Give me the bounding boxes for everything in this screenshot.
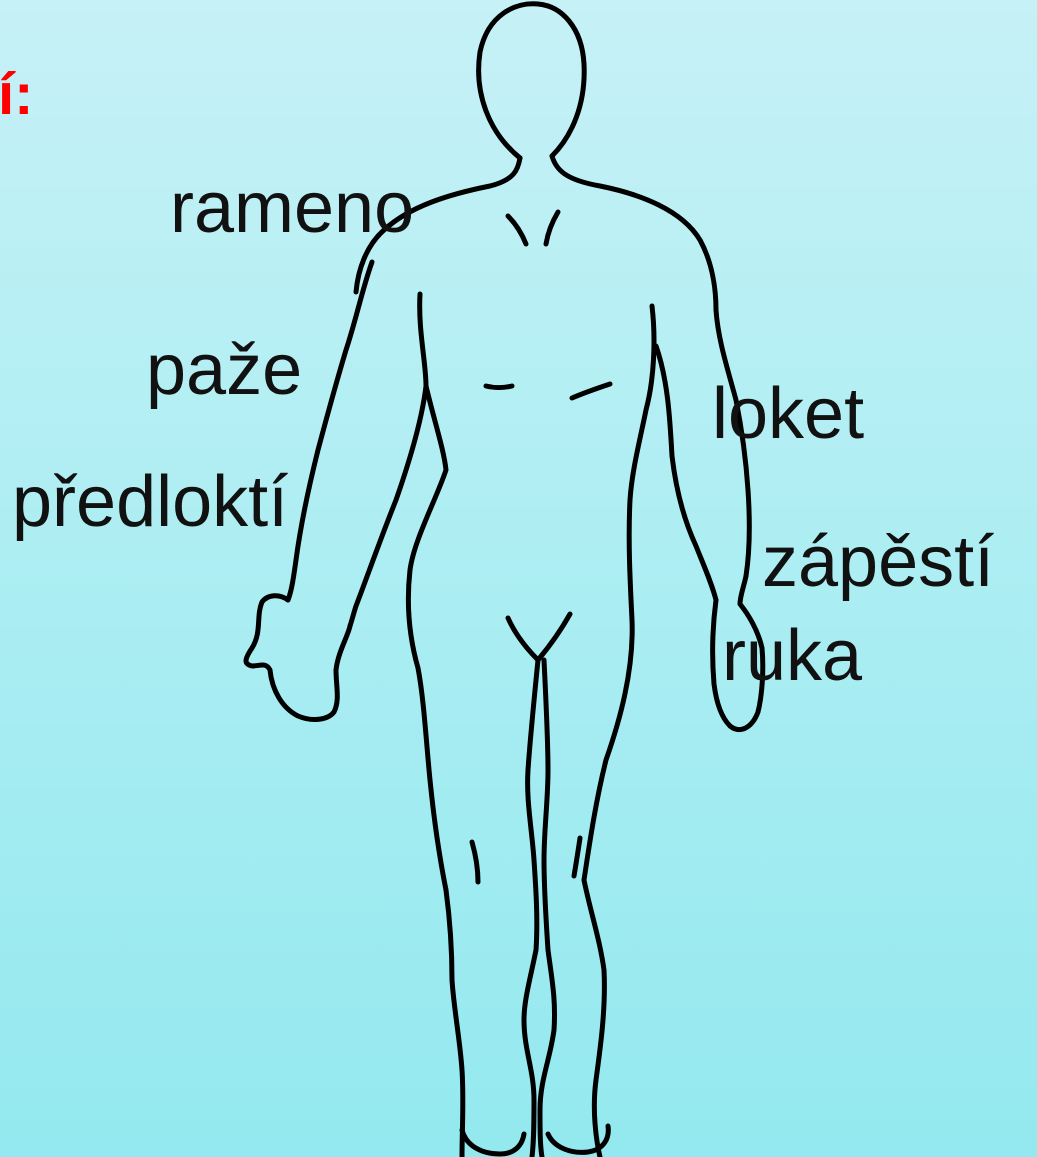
head-outline [479, 4, 585, 158]
knee-right-outline [584, 880, 604, 1157]
left-foot-outline [462, 1130, 524, 1154]
crotch-outline [508, 614, 570, 660]
collarbone-right-outline [546, 212, 558, 244]
right-foot-outline [548, 1126, 608, 1152]
label-hand: ruka [722, 620, 862, 692]
knee-detail-right-outline [574, 838, 580, 876]
label-upper-arm: paže [146, 334, 302, 406]
knee-left-outline [446, 890, 463, 1157]
knee-detail-left-outline [472, 842, 478, 882]
left-arm-inner-outline [350, 294, 426, 626]
label-wrist: zápěstí [762, 526, 994, 598]
torso-right-outline [584, 306, 654, 880]
neck-right-outline [552, 156, 716, 310]
inner-leg-right-outline [540, 660, 555, 1157]
right-arm-inner-outline [656, 346, 716, 600]
left-arm-outer-outline [288, 262, 372, 600]
collarbone-left-outline [508, 216, 526, 244]
label-shoulder: rameno [170, 172, 414, 244]
left-hand-outline [246, 596, 350, 720]
torso-left-outline [408, 386, 446, 890]
inner-leg-left-outline [524, 660, 538, 1157]
label-forearm: předloktí [12, 466, 288, 538]
label-elbow: loket [712, 378, 864, 450]
chest-right-outline [572, 384, 610, 398]
chest-left-outline [486, 386, 512, 388]
